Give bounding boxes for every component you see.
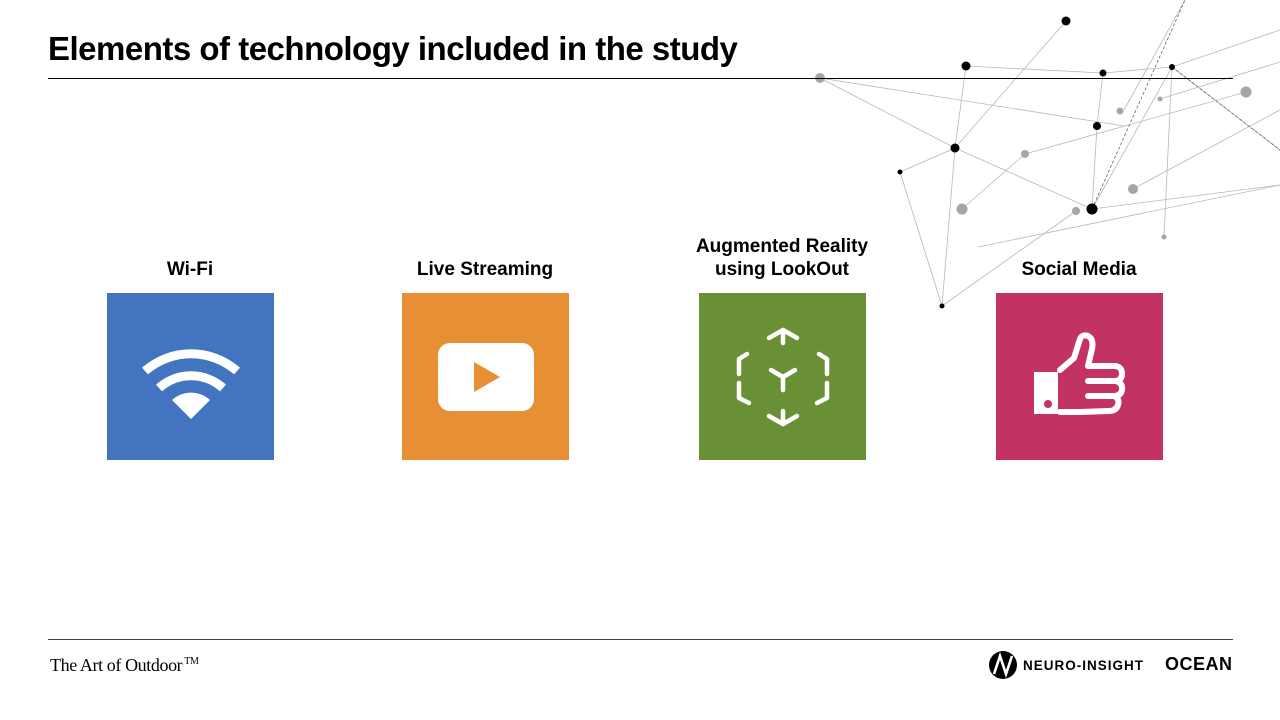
tile-live-streaming (402, 293, 569, 460)
trademark-mark: TM (184, 656, 199, 667)
title-divider (48, 78, 1233, 79)
tile-label-line-1: Augmented Reality (695, 236, 869, 257)
tile-label-live-streaming: Live Streaming (416, 259, 554, 280)
wifi-icon (141, 348, 240, 419)
tile-label-wifi: Wi-Fi (166, 259, 214, 280)
tile-augmented-reality (699, 293, 866, 460)
play-video-icon (437, 342, 534, 411)
page-title: Elements of technology included in the s… (48, 30, 738, 67)
footer-divider (48, 639, 1233, 640)
ar-cube-icon (736, 327, 829, 426)
tile-label-social-media: Social Media (1021, 259, 1137, 280)
tagline-text: The Art of Outdoor (50, 655, 183, 675)
tile-wifi (107, 293, 274, 460)
ocean-logo: OCEAN (1165, 654, 1233, 674)
neuro-insight-text: NEURO-INSIGHT (1023, 657, 1144, 673)
neuro-insight-logo: NEURO-INSIGHT (988, 650, 1144, 680)
tile-social-media (996, 293, 1163, 460)
thumbs-up-icon (1033, 331, 1125, 415)
network-graphic (815, 0, 1280, 309)
tile-label-line-2: using LookOut (714, 259, 850, 280)
neuro-insight-logo-icon (989, 651, 1017, 679)
tile-label-augmented-reality: Augmented Reality using LookOut (662, 235, 902, 281)
